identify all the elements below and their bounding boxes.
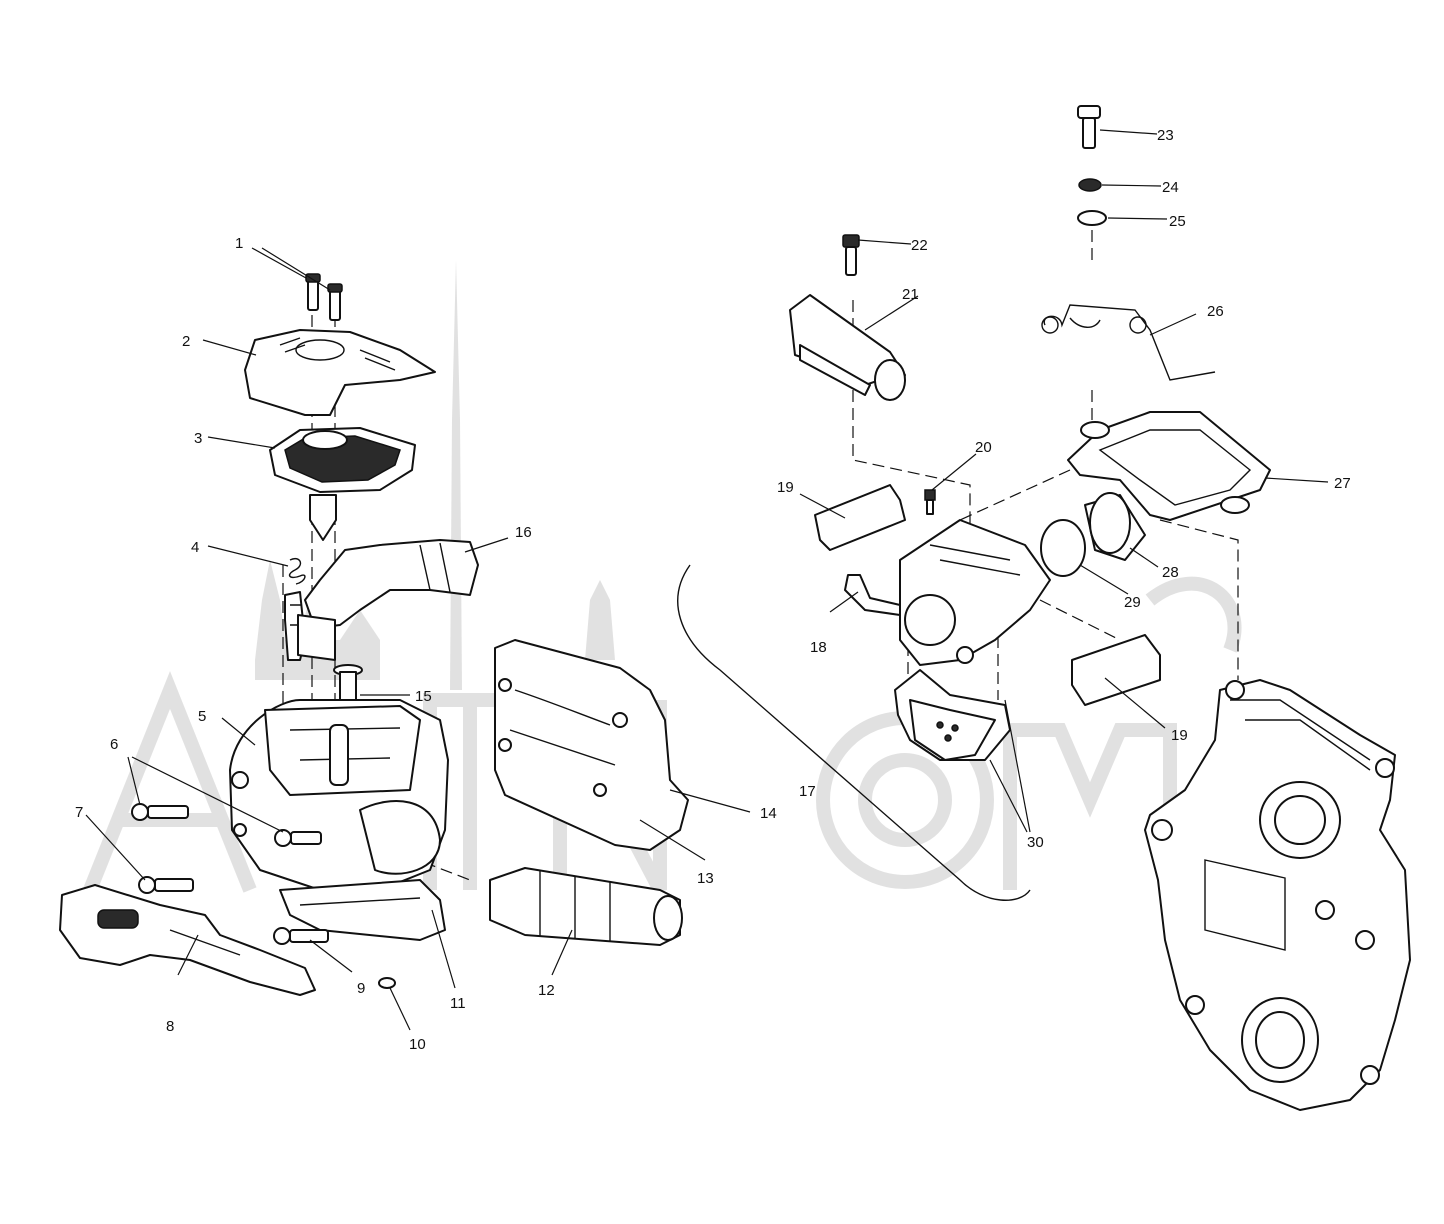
callout-11: 11 xyxy=(450,995,466,1012)
callout-8: 8 xyxy=(166,1018,174,1035)
callout-19a: 19 xyxy=(777,479,794,496)
callout-2: 2 xyxy=(182,333,190,350)
part-12-pivot-shaft xyxy=(489,867,683,946)
part-5-housing xyxy=(229,699,449,891)
part-19-pad-upper xyxy=(814,484,906,551)
callout-23: 23 xyxy=(1157,127,1174,144)
callout-19b: 19 xyxy=(1171,727,1188,744)
leader-lines xyxy=(85,129,1329,1031)
part-1-screws xyxy=(305,273,343,321)
part-7-screw xyxy=(138,876,194,894)
callout-27: 27 xyxy=(1334,475,1351,492)
caliper-body xyxy=(899,519,1051,666)
part-28-piston xyxy=(1084,492,1146,561)
callout-9: 9 xyxy=(357,980,365,997)
callout-25: 25 xyxy=(1169,213,1186,230)
part-13-14-cover xyxy=(494,639,689,851)
callout-18: 18 xyxy=(810,639,827,656)
part-3-gasket xyxy=(269,427,416,493)
callout-5: 5 xyxy=(198,708,206,725)
part-22-bolt xyxy=(842,234,860,276)
part-9-screw xyxy=(273,927,329,945)
part-21-fitting xyxy=(789,294,906,401)
callout-28: 28 xyxy=(1162,564,1179,581)
callout-22: 22 xyxy=(911,237,928,254)
callout-24: 24 xyxy=(1162,179,1179,196)
part-29-seal xyxy=(1040,519,1086,577)
callout-26: 26 xyxy=(1207,303,1224,320)
callout-3: 3 xyxy=(194,430,202,447)
callout-15: 15 xyxy=(415,688,432,705)
plunger xyxy=(309,494,337,541)
callout-10: 10 xyxy=(409,1036,426,1053)
part-20-bleeder xyxy=(924,489,936,515)
part-24-washer xyxy=(1078,178,1102,192)
callout-17: 17 xyxy=(799,783,816,800)
part-23-bolt xyxy=(1077,105,1101,149)
callout-29: 29 xyxy=(1124,594,1141,611)
chaincase-housing xyxy=(1144,679,1411,1111)
part-18-hose xyxy=(844,574,901,616)
callout-labels: 1 2 3 4 5 6 7 8 9 10 11 12 13 14 15 16 1… xyxy=(75,127,1351,1053)
callout-7: 7 xyxy=(75,804,83,821)
part-26-spring-clip xyxy=(1041,304,1216,381)
callout-20: 20 xyxy=(975,439,992,456)
callout-12: 12 xyxy=(538,982,555,999)
callout-30: 30 xyxy=(1027,834,1044,851)
part-27-bracket xyxy=(1067,411,1271,521)
part-19-pad-lower xyxy=(1071,634,1161,706)
part-8-brake-lever xyxy=(59,884,316,996)
callout-21: 21 xyxy=(902,286,919,303)
part-6-screw xyxy=(131,803,322,847)
part-11-lower-housing xyxy=(279,879,446,941)
callout-4: 4 xyxy=(191,539,199,556)
part-16-throttle-lever xyxy=(297,539,479,661)
callout-13: 13 xyxy=(697,870,714,887)
part-25-washer xyxy=(1077,210,1107,226)
callout-1: 1 xyxy=(235,235,243,252)
callout-16: 16 xyxy=(515,524,532,541)
part-30-brake-pads xyxy=(894,669,1011,761)
part-2-top-cover xyxy=(244,329,436,416)
callout-14: 14 xyxy=(760,805,777,822)
assembly-boundary-17 xyxy=(677,564,1031,901)
callout-6: 6 xyxy=(110,736,118,753)
part-10-washer xyxy=(378,977,396,989)
